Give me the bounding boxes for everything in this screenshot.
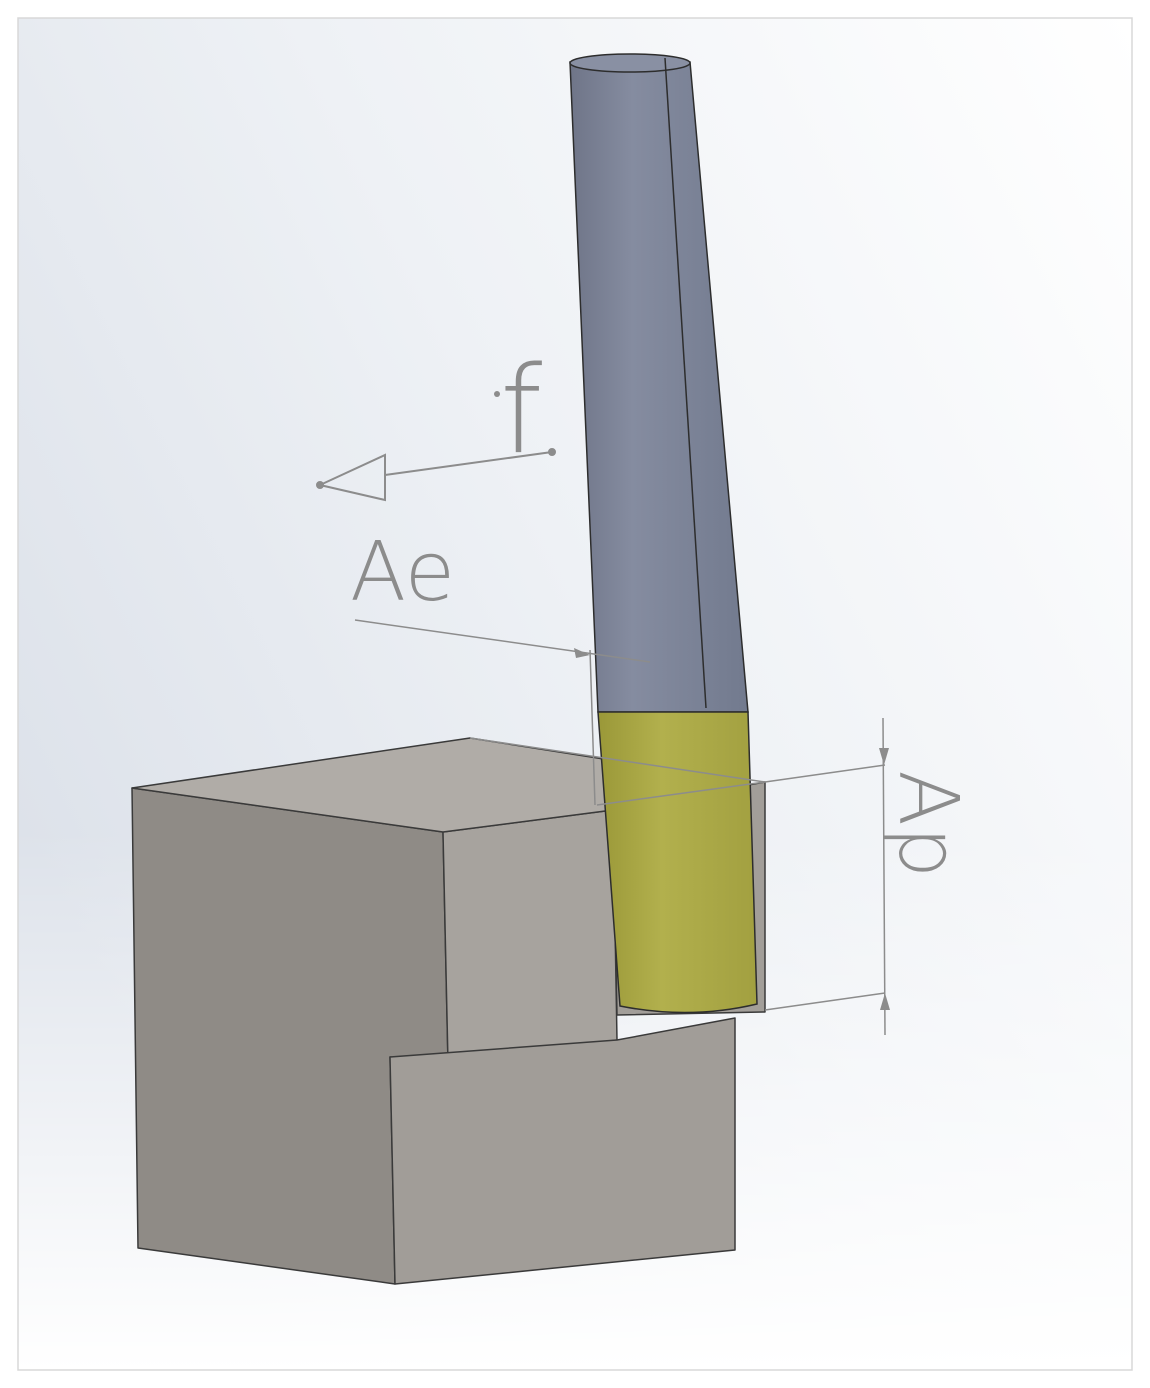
radial-depth-label: Ae bbox=[350, 525, 455, 620]
block-lower-front-face bbox=[389, 1017, 736, 1285]
ae-extension-2 bbox=[596, 781, 766, 806]
feed-label: f bbox=[500, 342, 542, 481]
ap-arrow-bottom-icon bbox=[880, 993, 890, 1010]
block-upper-front-face bbox=[442, 809, 618, 1064]
tool-cutter bbox=[597, 711, 758, 1014]
end-mill-tool bbox=[569, 53, 758, 1014]
ae-extension-1 bbox=[589, 649, 596, 806]
ap-extension-bottom bbox=[764, 992, 886, 1011]
feed-label-dot bbox=[494, 391, 500, 397]
tool-edge-line bbox=[664, 57, 707, 709]
annotations bbox=[316, 448, 890, 1036]
feed-direction-line bbox=[384, 451, 553, 476]
frame-border bbox=[17, 17, 1133, 1371]
feed-arrow-tip bbox=[316, 481, 324, 489]
ae-arrow-icon bbox=[574, 648, 590, 658]
ae-dimension-line bbox=[354, 619, 651, 663]
ae-extension-3 bbox=[469, 737, 766, 783]
ap-extension-top bbox=[764, 764, 886, 783]
feed-arrow-icon bbox=[316, 453, 386, 502]
axial-depth-label: Ap bbox=[880, 770, 975, 878]
feed-endpoint bbox=[548, 448, 556, 456]
tool-top-end bbox=[569, 53, 691, 73]
ap-arrow-top-icon bbox=[879, 748, 889, 765]
ap-dimension-line bbox=[882, 717, 886, 1036]
